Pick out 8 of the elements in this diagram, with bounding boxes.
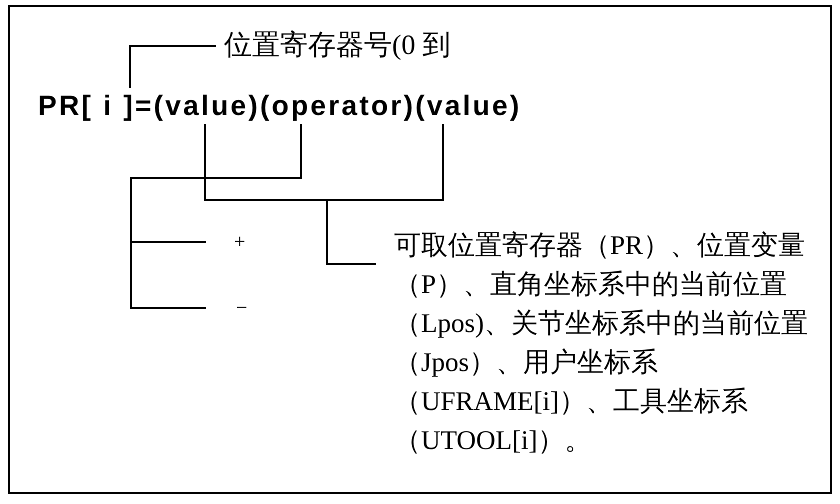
leader-line xyxy=(130,124,302,309)
operator-label: − xyxy=(206,296,248,320)
leader-label: 位置寄存器号(0 到 xyxy=(216,28,450,64)
leader-line xyxy=(326,124,444,265)
description-text: 可取位置寄存器（PR）、位置变量（P）、直角坐标系中的当前位置（Lpos)、关节坐标系中的当前位置（Jpos）、用户坐标系（UFRAME[i]）、工具坐标系（UTOOL[i]）。 xyxy=(376,226,816,460)
leader-line xyxy=(129,45,216,88)
operator-label: + xyxy=(206,230,246,254)
formula-text: PR[ i ]=(value)(operator)(value) xyxy=(38,88,522,124)
